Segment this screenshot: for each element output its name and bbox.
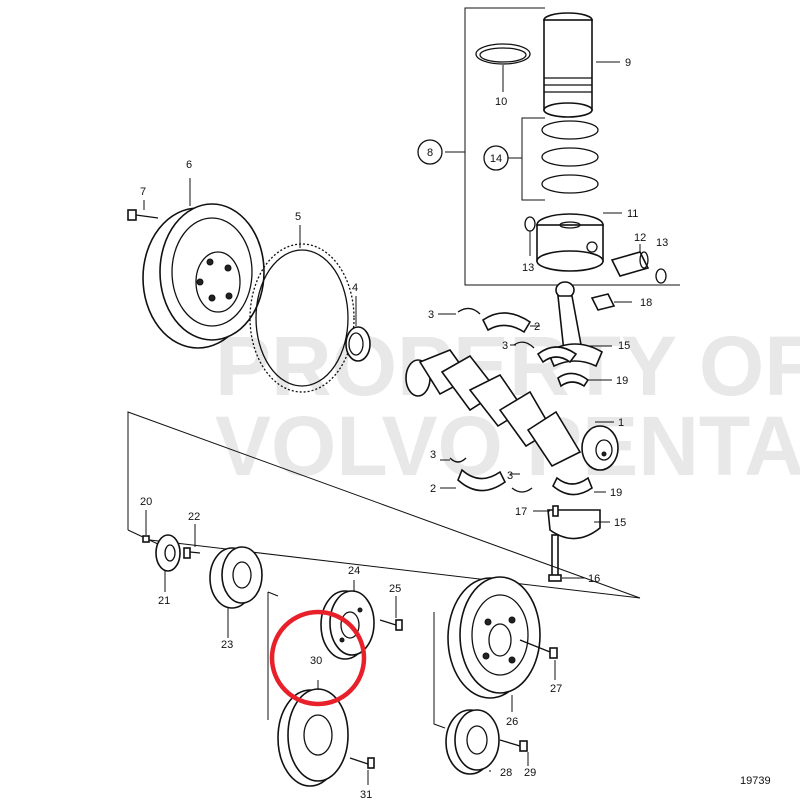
highlight-circle	[269, 609, 367, 707]
crankshaft	[405, 349, 619, 471]
damper-bolt	[349, 757, 375, 785]
label-3-c: 3	[430, 449, 436, 461]
label-19-upper: 19	[616, 375, 628, 387]
pulley	[209, 546, 263, 638]
thrust-bearing-lower	[510, 473, 606, 496]
pulley-24	[320, 580, 375, 660]
thrust-bearing-upper	[510, 341, 578, 364]
label-7: 7	[140, 186, 146, 198]
vibration-damper	[277, 680, 349, 787]
pulley-28	[445, 709, 500, 775]
connecting-rod-bolt	[548, 534, 585, 582]
callout-labels: 9 10 11 12 13 13 18 15 19 1 19 17 15 16 …	[140, 57, 668, 800]
label-24: 24	[348, 565, 360, 577]
label-3-b: 3	[502, 340, 508, 352]
connecting-rod-cap	[547, 509, 610, 540]
label-30: 30	[310, 655, 322, 667]
label-31: 31	[360, 789, 372, 800]
label-3-a: 3	[428, 309, 434, 321]
label-18: 18	[640, 297, 652, 309]
label-23: 23	[221, 639, 233, 651]
label-4: 4	[352, 282, 358, 294]
label-29: 29	[524, 767, 536, 779]
label-21: 21	[158, 595, 170, 607]
damper-pulley	[447, 576, 541, 712]
label-9: 9	[625, 57, 631, 69]
piston-rings	[508, 117, 599, 201]
key	[142, 510, 150, 543]
circlip-left	[524, 216, 536, 256]
bolt-25	[379, 596, 403, 631]
hub-bolt	[183, 524, 201, 559]
main-bearing-lower	[440, 457, 507, 492]
connecting-rod-bushing	[590, 293, 632, 311]
label-19-lower: 19	[610, 487, 622, 499]
label-1: 1	[618, 417, 624, 429]
label-13-right: 13	[656, 237, 668, 249]
label-17: 17	[515, 506, 527, 518]
o-ring	[475, 43, 531, 92]
damper-bracket	[267, 591, 279, 720]
dowel-pin	[533, 505, 559, 517]
bolt-29	[499, 739, 529, 766]
flywheel-bolt	[127, 200, 159, 221]
figure-number: 19739	[740, 775, 771, 787]
label-27: 27	[550, 683, 562, 695]
piston-pin	[610, 244, 650, 277]
label-2-a: 2	[534, 321, 540, 333]
label-16: 16	[588, 573, 600, 585]
piston	[536, 212, 622, 272]
callout-14-label: 14	[490, 153, 502, 165]
label-11: 11	[627, 208, 638, 220]
label-26: 26	[506, 716, 518, 728]
label-25: 25	[389, 583, 401, 595]
label-15-rod: 15	[618, 340, 630, 352]
bearing-shell-19	[557, 372, 612, 388]
bolt-27	[519, 639, 558, 680]
label-28: 28	[500, 767, 512, 779]
label-15-cap: 15	[614, 517, 626, 529]
cylinder-liner	[543, 12, 620, 118]
label-12: 12	[634, 232, 646, 244]
flywheel	[142, 178, 265, 349]
ring-gear	[249, 225, 355, 393]
label-10: 10	[495, 96, 507, 108]
label-22: 22	[188, 511, 200, 523]
label-5: 5	[295, 211, 301, 223]
label-13-left: 13	[522, 262, 534, 274]
circlip-right	[655, 268, 667, 284]
label-20: 20	[140, 496, 152, 508]
crankshaft-hub	[155, 534, 181, 592]
label-3-d: 3	[507, 470, 513, 482]
main-bearing-upper	[438, 307, 540, 334]
callout-8: 8	[417, 139, 443, 165]
label-6: 6	[186, 159, 192, 171]
callout-14: 14	[483, 145, 509, 171]
seal-ring	[345, 296, 371, 362]
pulley-28-bracket	[433, 612, 446, 729]
callout-8-label: 8	[427, 147, 433, 159]
label-2-b: 2	[430, 483, 436, 495]
